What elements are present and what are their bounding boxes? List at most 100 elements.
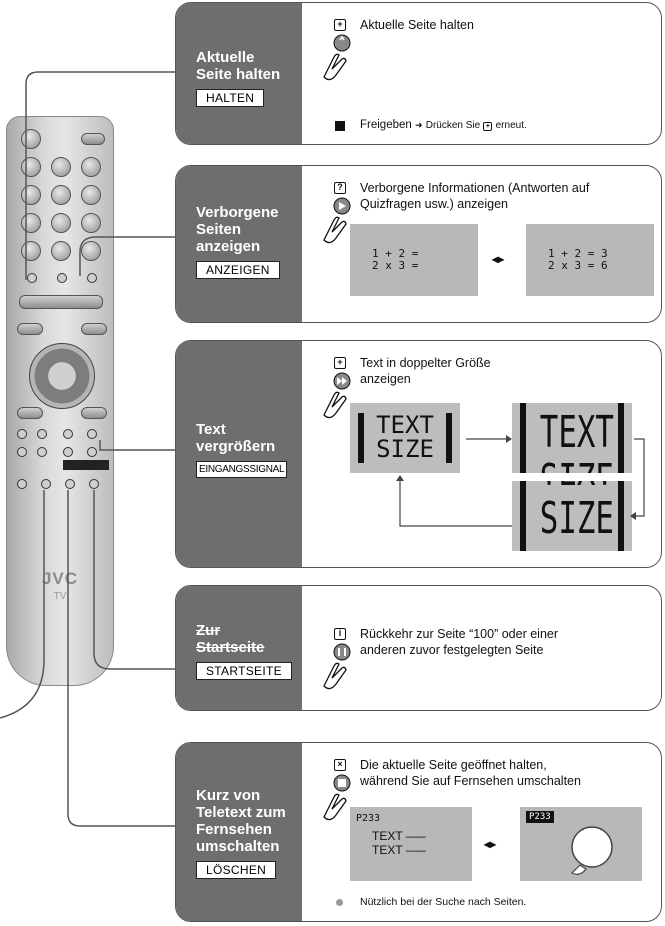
tv-picture-example-box: P233 <box>520 807 642 881</box>
power-button[interactable] <box>21 129 41 149</box>
release-instruction: Freigeben ➜ Drücken Sie + erneut. <box>360 119 527 131</box>
enlarged-top-example: TEXT SIZE <box>512 403 632 473</box>
cancel-description-line1: Die aktuelle Seite geöffnet halten, <box>360 758 547 772</box>
index-description-line2: anderen zuvor festgelegten Seite <box>360 643 544 657</box>
section-reveal-title: Verborgene Seiten anzeigen <box>196 204 279 255</box>
double-arrow-icon: ◂▸ <box>484 837 497 851</box>
number-button-7[interactable] <box>21 213 41 233</box>
cancel-key-icon: × <box>334 759 346 771</box>
example-bar-right <box>446 413 452 463</box>
number-button-4[interactable] <box>21 185 41 205</box>
section-cancel: Kurz von Teletext zum Fernsehen umschalt… <box>175 742 662 922</box>
number-button-return[interactable] <box>21 241 41 261</box>
number-button-2[interactable] <box>51 157 71 177</box>
hold-key[interactable] <box>27 273 37 283</box>
function-key-8[interactable] <box>87 447 97 457</box>
release-text-end: erneut. <box>495 120 527 131</box>
section-index-body: i Rückkehr zur Seite “100” oder einer an… <box>314 596 651 702</box>
release-label: Freigeben <box>360 119 412 131</box>
section-reveal-header: Verborgene Seiten anzeigen ANZEIGEN <box>176 166 302 322</box>
number-button-5[interactable] <box>51 185 71 205</box>
bottom-key-2[interactable] <box>41 479 51 489</box>
index-button-label: STARTSEITE <box>196 662 292 680</box>
teletext-text-line1: TEXT ––– <box>372 829 426 843</box>
section-hold: Aktuelle Seite halten HALTEN + Aktuelle … <box>175 2 662 145</box>
function-key-3[interactable] <box>63 429 73 439</box>
reveal-key[interactable] <box>57 273 67 283</box>
number-button-9[interactable] <box>81 213 101 233</box>
reveal-key-icon: ? <box>334 182 346 194</box>
enlarged-bottom-example: TEXT SIZE <box>512 481 632 551</box>
enlarged-bottom-cut-text: TEXT <box>540 481 614 495</box>
hand-press-icon <box>323 197 351 244</box>
number-button-8[interactable] <box>51 213 71 233</box>
enlarged-bottom-text: SIZE <box>539 493 614 544</box>
section-hold-body: + Aktuelle Seite halten Freigeben ➜ Drüc… <box>314 13 651 136</box>
reveal-description-line1: Verborgene Informationen (Antworten auf <box>360 181 590 195</box>
hand-press-icon <box>323 372 351 419</box>
revealed-example-text: 1 + 2 = 3 2 x 3 = 6 <box>548 247 608 272</box>
hold-description: Aktuelle Seite halten <box>360 18 474 32</box>
size-key[interactable] <box>87 273 97 283</box>
example-bar-right <box>618 403 624 473</box>
section-hold-header: Aktuelle Seite halten HALTEN <box>176 3 302 144</box>
index-description: Rückkehr zur Seite “100” oder einer ande… <box>360 626 558 658</box>
teletext-text-line2: TEXT ––– <box>372 843 426 857</box>
number-button-6[interactable] <box>81 185 101 205</box>
revealed-example-box: 1 + 2 = 3 2 x 3 = 6 <box>526 224 654 296</box>
reveal-description: Verborgene Informationen (Antworten auf … <box>360 180 589 212</box>
double-arrow-icon: ◂▸ <box>492 252 505 266</box>
remote-control: JVC TV <box>6 116 114 686</box>
hand-press-icon <box>323 34 351 81</box>
teletext-example-box: P233 TEXT ––– TEXT ––– <box>350 807 472 881</box>
hold-button-label: HALTEN <box>196 89 265 107</box>
number-button-1[interactable] <box>21 157 41 177</box>
enlarged-top-cut-text: SIZE <box>540 457 614 474</box>
section-size: Text vergrößern EINGANGSSIGNAL + Text in… <box>175 340 662 568</box>
function-key-6[interactable] <box>37 447 47 457</box>
bottom-key-4[interactable] <box>89 479 99 489</box>
section-size-header: Text vergrößern EINGANGSSIGNAL <box>176 341 302 567</box>
hidden-example-box: 1 + 2 = 2 x 3 = <box>350 224 478 296</box>
tv-button[interactable] <box>81 133 105 145</box>
teletext-page-number: P233 <box>356 813 381 824</box>
normal-size-line1: TEXT <box>376 411 434 439</box>
function-key-7[interactable] <box>63 447 73 457</box>
size-key-icon: + <box>334 357 346 369</box>
function-key-1[interactable] <box>17 429 27 439</box>
section-size-body: + Text in doppelter Größe anzeigen TEXT … <box>314 351 651 559</box>
hold-key-small-icon: + <box>483 122 493 131</box>
back-button[interactable] <box>81 323 107 335</box>
size-description-line1: Text in doppelter Größe <box>360 356 491 370</box>
size-description: Text in doppelter Größe anzeigen <box>360 355 491 387</box>
note-bullet-icon <box>336 899 343 906</box>
release-bullet-icon <box>335 121 345 131</box>
hidden-example-text: 1 + 2 = 2 x 3 = <box>372 247 419 272</box>
section-index: Zur Startseite STARTSEITE i Rückkehr zur… <box>175 585 662 711</box>
direction-pad[interactable] <box>29 343 95 409</box>
function-key-5[interactable] <box>17 447 27 457</box>
example-bar-left <box>520 403 526 473</box>
number-button-0[interactable] <box>51 241 71 261</box>
bottom-key-1[interactable] <box>17 479 27 489</box>
cancel-description-line2: während Sie auf Fernsehen umschalten <box>360 774 581 788</box>
number-button-3[interactable] <box>81 157 101 177</box>
cancel-button-label: LÖSCHEN <box>196 861 277 879</box>
section-cancel-title: Kurz von Teletext zum Fernsehen umschalt… <box>196 787 286 855</box>
example-bar-right <box>618 481 624 551</box>
channel-button[interactable] <box>81 407 107 419</box>
number-button-extra[interactable] <box>81 241 101 261</box>
normal-size-example: TEXT SIZE <box>350 403 460 473</box>
normal-size-line2: SIZE <box>376 435 434 463</box>
color-keys-row[interactable] <box>19 295 103 309</box>
section-index-header: Zur Startseite STARTSEITE <box>176 586 302 710</box>
bottom-key-3[interactable] <box>65 479 75 489</box>
arrow-right-icon: ➜ <box>415 120 423 130</box>
function-key-2[interactable] <box>37 429 47 439</box>
remote-model-label: TV <box>53 591 67 602</box>
section-reveal: Verborgene Seiten anzeigen ANZEIGEN ? Ve… <box>175 165 662 323</box>
volume-button[interactable] <box>17 407 43 419</box>
menu-button[interactable] <box>17 323 43 335</box>
function-key-4[interactable] <box>87 429 97 439</box>
release-text: Drücken Sie <box>425 120 481 131</box>
